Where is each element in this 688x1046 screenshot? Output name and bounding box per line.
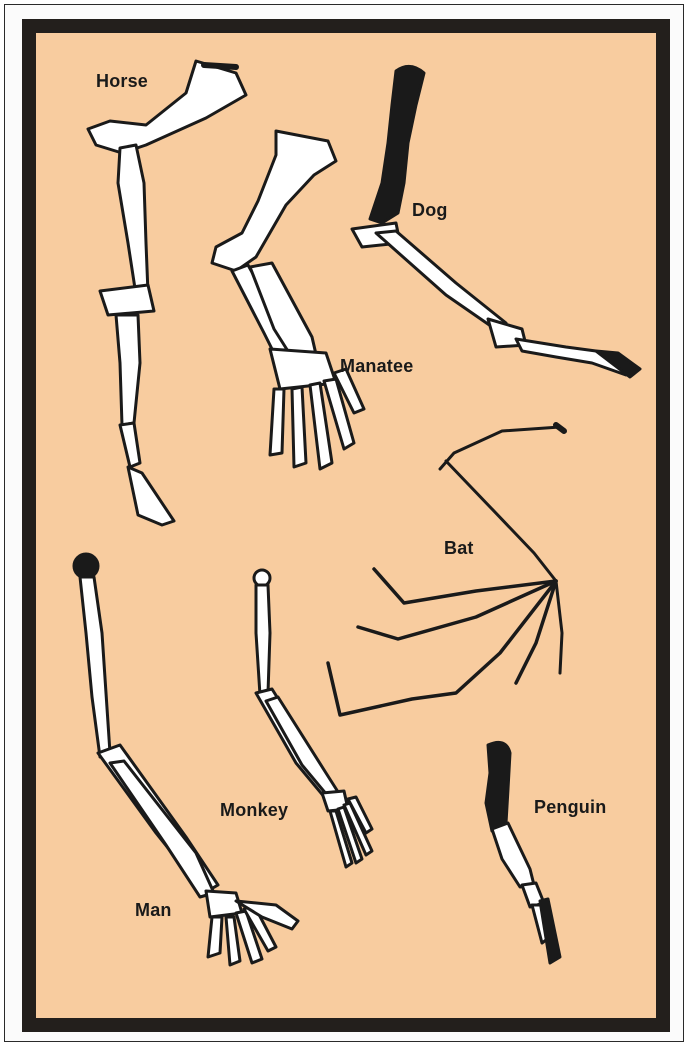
limb-illustration bbox=[36, 33, 656, 1018]
dog-limb bbox=[352, 66, 640, 377]
monkey-limb bbox=[254, 570, 372, 867]
manatee-limb bbox=[212, 131, 364, 469]
penguin-limb bbox=[486, 742, 560, 963]
label-bat: Bat bbox=[444, 538, 474, 559]
label-man: Man bbox=[135, 900, 172, 921]
bat-wing bbox=[328, 425, 564, 715]
figure-panel: Horse Dog Manatee Bat Monkey Penguin Man bbox=[36, 33, 656, 1018]
label-horse: Horse bbox=[96, 71, 148, 92]
label-manatee: Manatee bbox=[340, 356, 413, 377]
label-dog: Dog bbox=[412, 200, 448, 221]
horse-limb bbox=[88, 61, 246, 525]
label-monkey: Monkey bbox=[220, 800, 288, 821]
label-penguin: Penguin bbox=[534, 797, 606, 818]
